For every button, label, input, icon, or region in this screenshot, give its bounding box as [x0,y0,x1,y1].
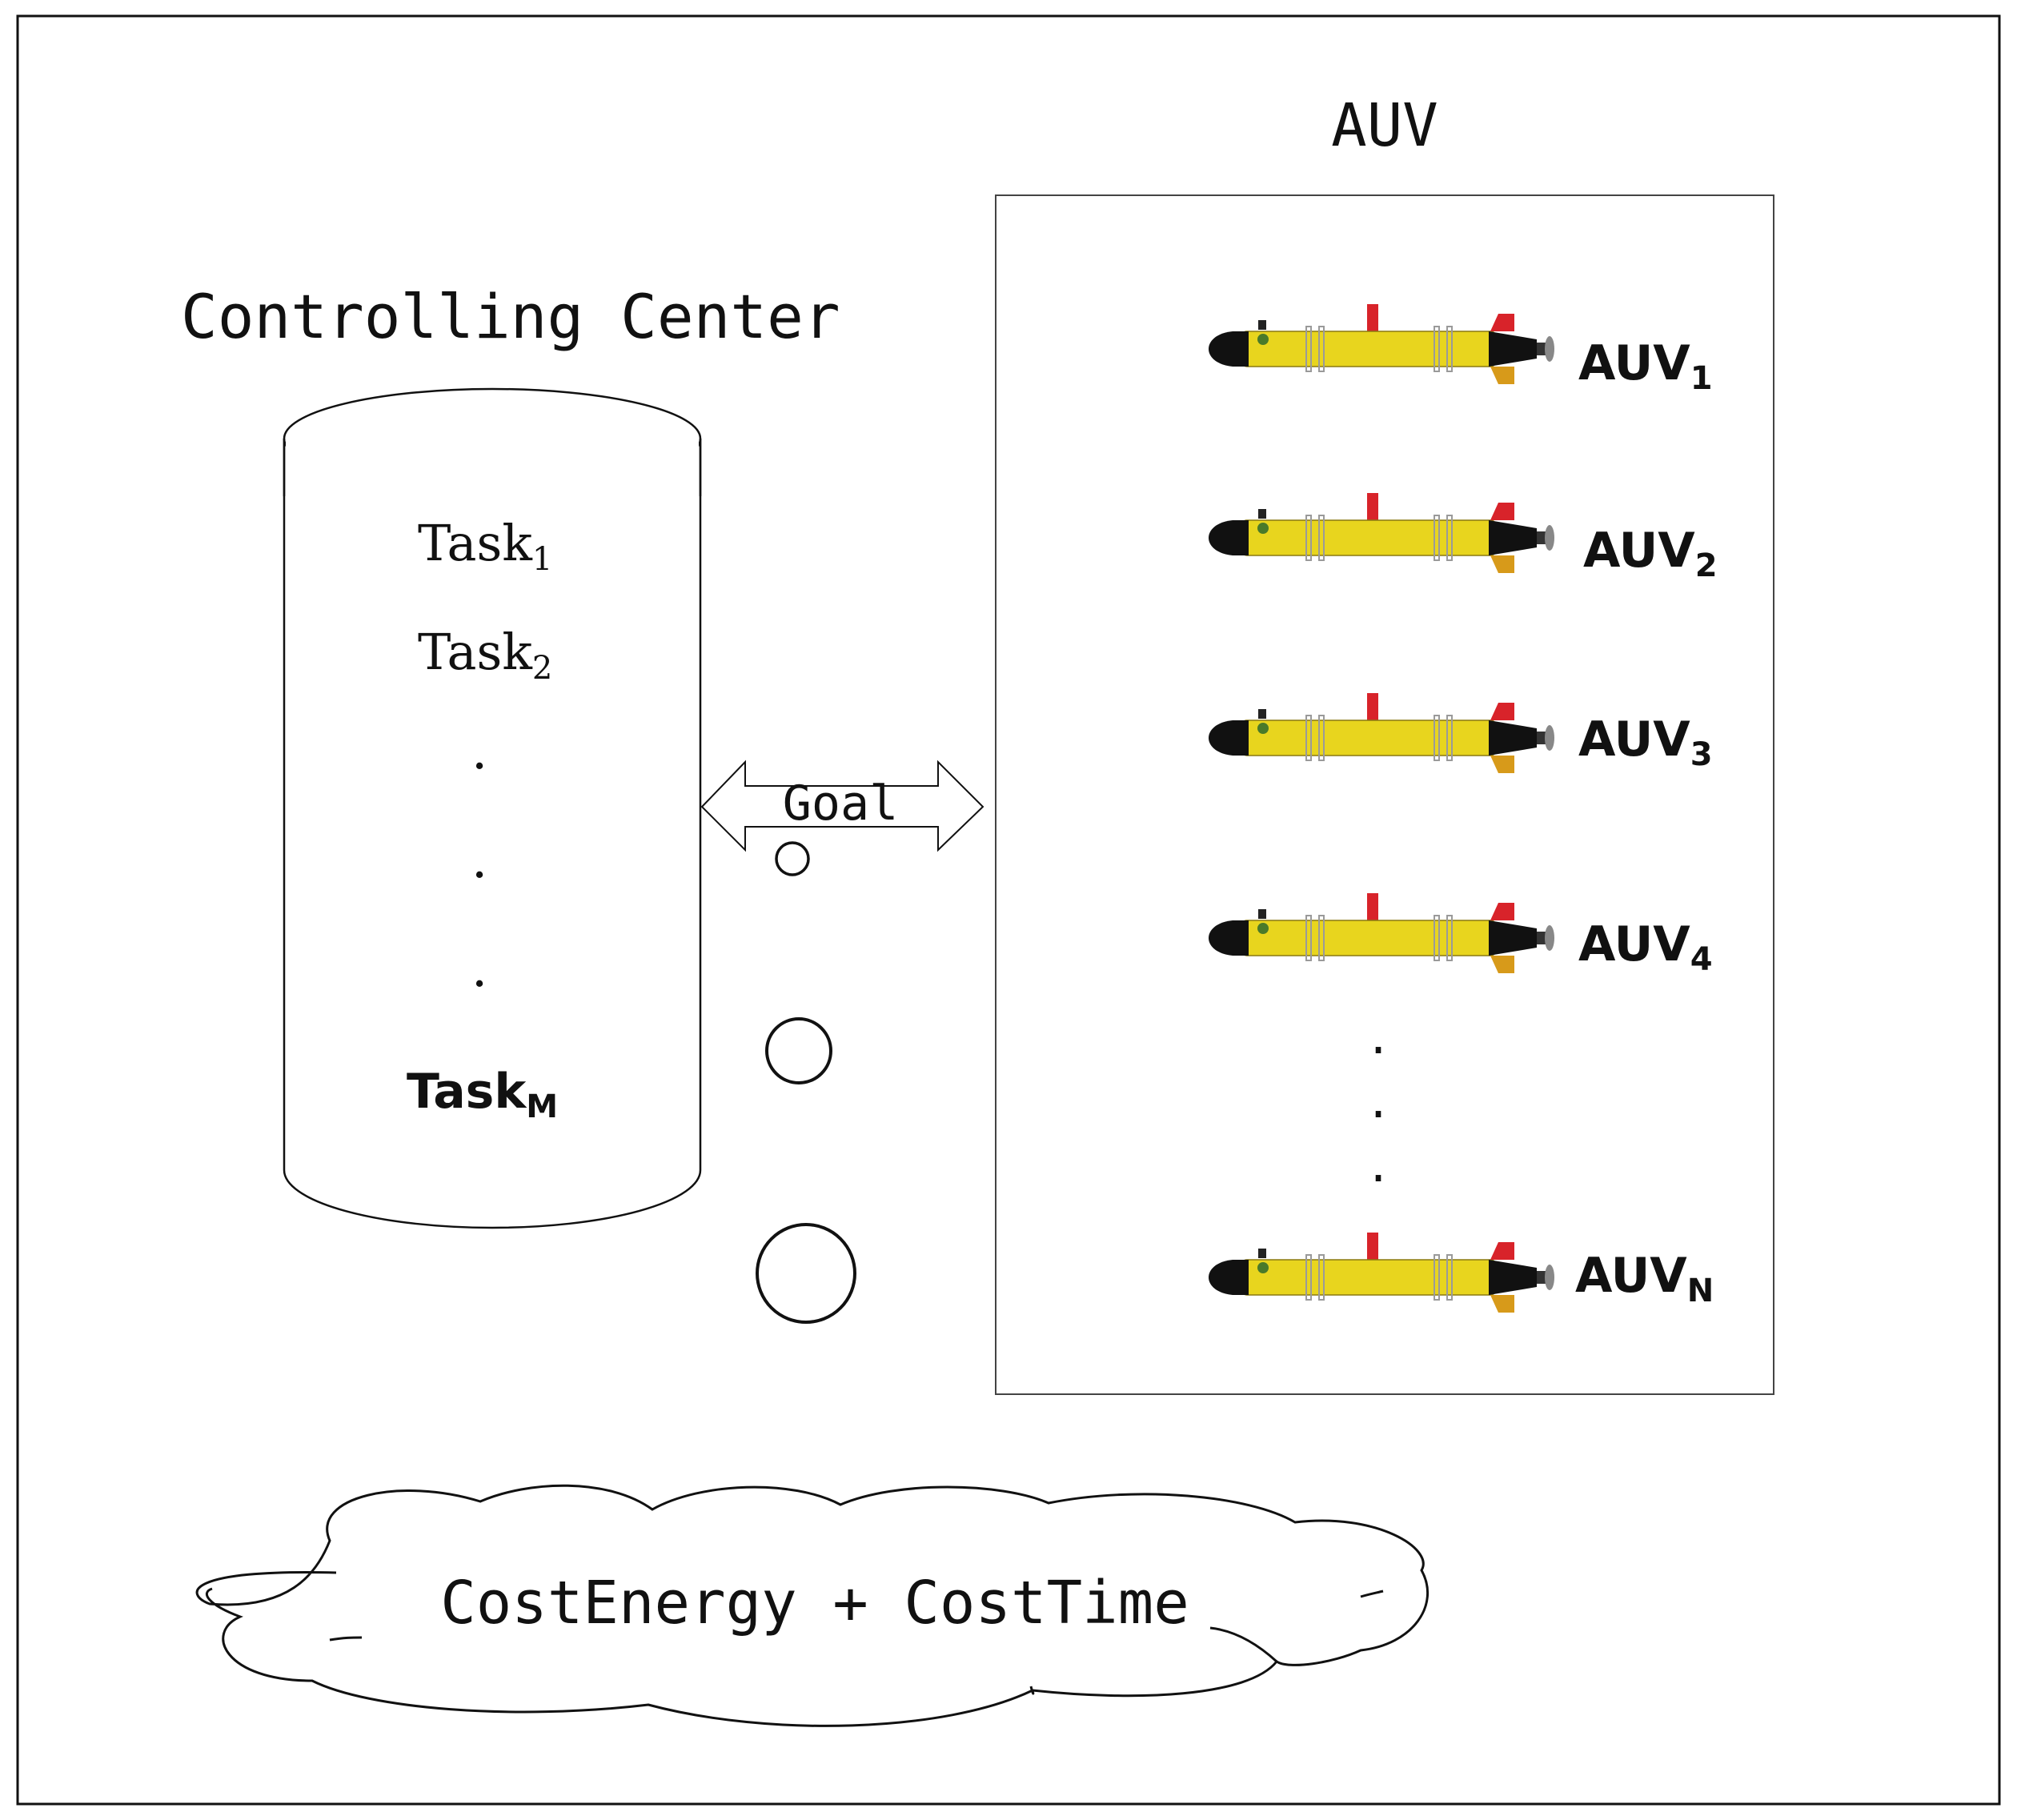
bubble-medium [765,1017,832,1084]
auv-image-3 [1209,693,1554,773]
objective-cloud [195,1484,1430,1727]
task-database-cylinder [283,387,702,1229]
bubble-large [756,1223,856,1324]
task-label-m: TaskM [407,1064,558,1125]
auv-ellipsis-dot: . [1370,1135,1386,1194]
task-ellipsis-dot: . [471,940,487,999]
task-label-1: Task1 [418,514,552,578]
auv-image-1 [1209,304,1554,384]
task-ellipsis-dot: . [471,831,487,890]
task-ellipsis-dot: . [471,722,487,781]
auv-image-2 [1209,493,1554,573]
goal-label: Goal [783,776,899,832]
auv-ellipsis-dot: . [1370,1071,1386,1130]
bubble-small [775,841,810,876]
auv-label-n: AUVN [1575,1248,1714,1309]
auv-images [1209,304,1554,1313]
auv-label-3: AUV3 [1578,712,1713,773]
task-label-2: Task2 [418,623,552,687]
auv-label-2: AUV2 [1583,523,1718,584]
objective-formula: CostEnergy + CostTime [440,1569,1189,1638]
auv-ellipsis-dot: . [1370,1007,1386,1066]
auv-group-title: AUV [1331,91,1438,160]
auv-image-4 [1209,893,1554,973]
outer-border [16,14,2001,1806]
auv-label-4: AUV4 [1578,916,1713,978]
auv-group-box [995,194,1774,1395]
auv-image-5 [1209,1233,1554,1313]
controlling-center-title: Controlling Center [181,281,840,352]
auv-label-1: AUV1 [1578,335,1713,397]
goal-double-arrow [700,760,984,852]
